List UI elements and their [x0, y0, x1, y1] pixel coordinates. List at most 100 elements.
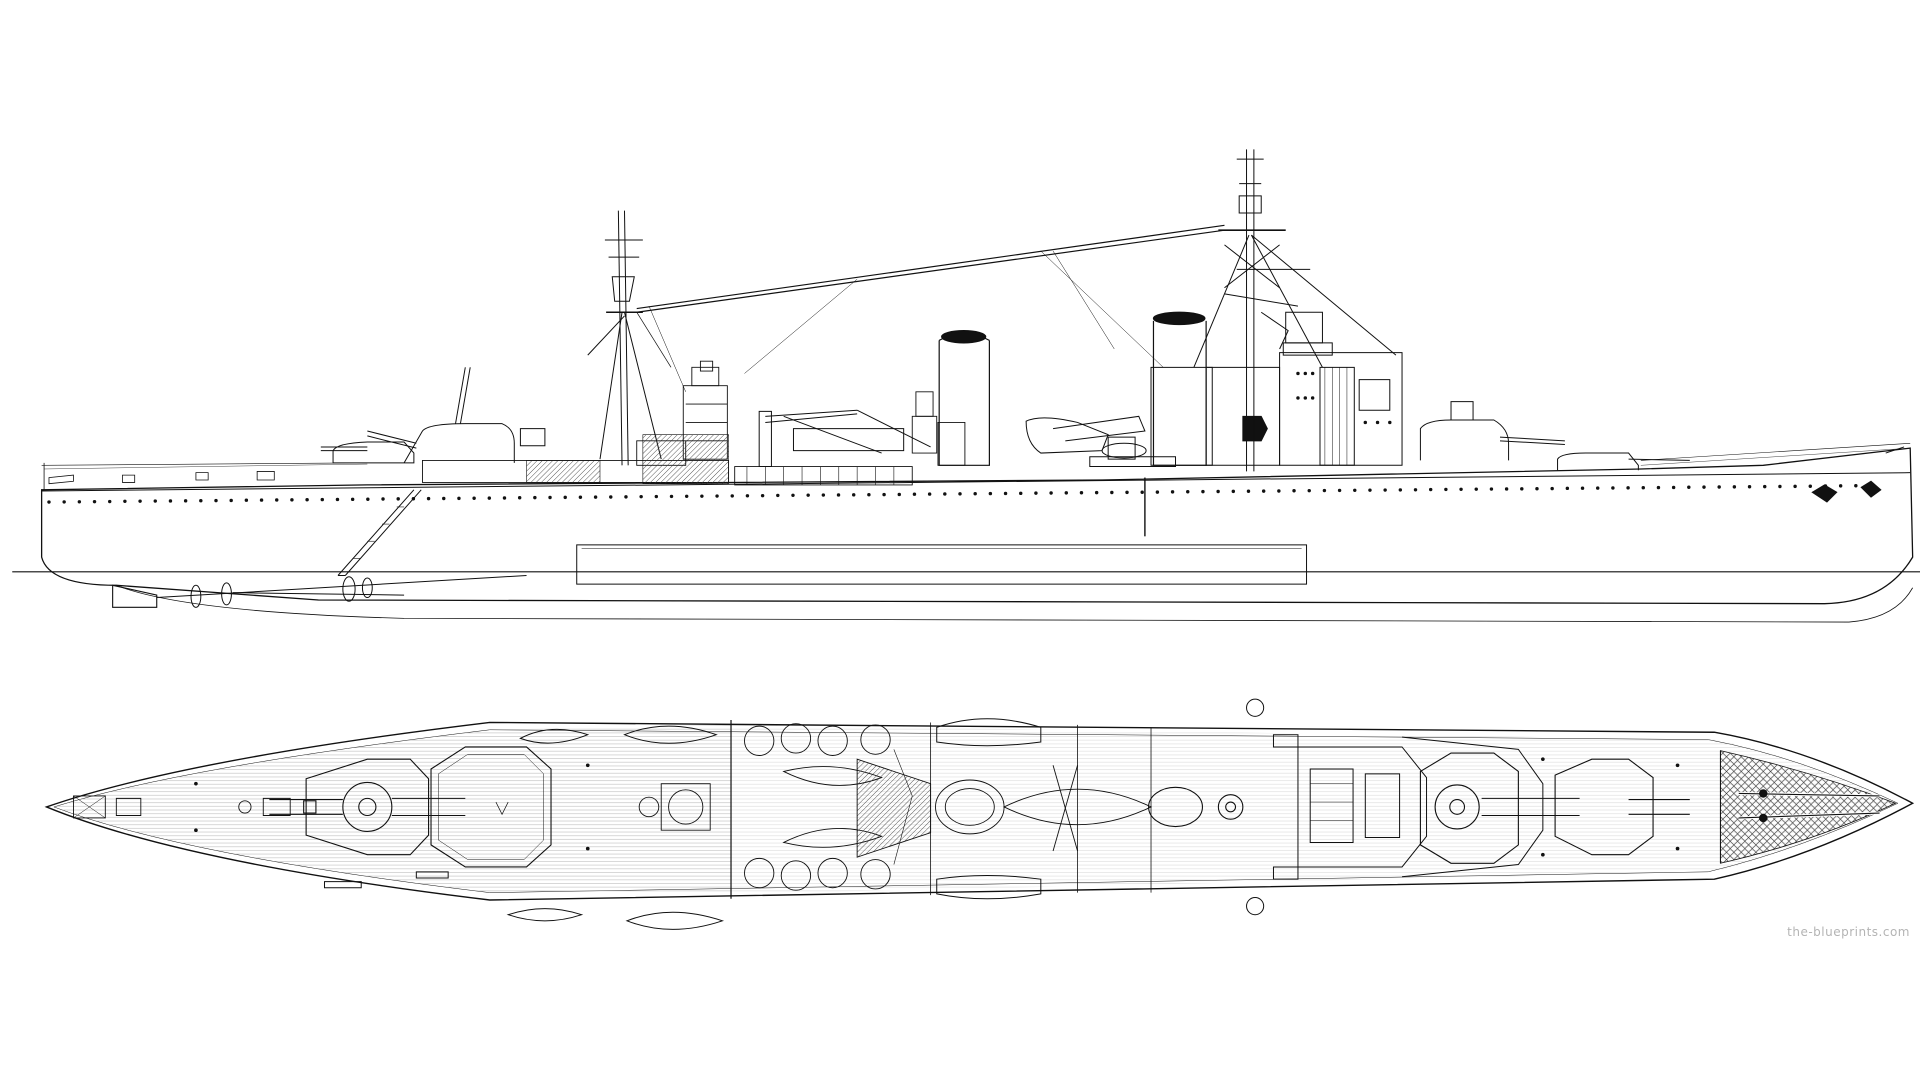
porthole — [882, 492, 886, 497]
porthole — [259, 498, 264, 502]
porthole — [700, 494, 704, 498]
porthole — [715, 494, 719, 498]
porthole — [867, 492, 871, 497]
porthole — [1838, 484, 1843, 488]
ships-boats — [324, 719, 1040, 930]
porthole — [1261, 489, 1266, 493]
porthole — [1596, 486, 1600, 490]
porthole — [897, 492, 901, 497]
porthole — [1444, 487, 1448, 492]
porthole — [442, 496, 446, 501]
porthole — [1671, 485, 1676, 490]
porthole — [1322, 488, 1327, 493]
stern-details — [73, 796, 290, 818]
porthole — [1292, 489, 1296, 493]
plan-turret-a — [1555, 759, 1690, 855]
porthole — [1580, 486, 1585, 490]
porthole — [730, 494, 734, 498]
porthole — [745, 494, 750, 498]
rudder — [113, 585, 157, 607]
porthole — [290, 498, 294, 502]
porthole — [199, 498, 203, 503]
porthole — [669, 494, 674, 499]
porthole — [1641, 486, 1645, 490]
armour-belt — [577, 545, 1307, 584]
porthole — [1003, 491, 1008, 496]
porthole — [1398, 488, 1403, 492]
porthole — [1778, 484, 1782, 489]
porthole — [168, 499, 173, 503]
crane — [759, 410, 930, 466]
anchor-cables — [1739, 790, 1880, 822]
porthole — [654, 494, 659, 499]
porthole — [1459, 487, 1463, 492]
turret-x — [367, 367, 545, 463]
porthole — [1337, 488, 1342, 493]
porthole — [487, 496, 492, 500]
porthole — [1019, 491, 1023, 496]
porthole — [275, 498, 279, 502]
porthole — [548, 495, 552, 500]
porthole — [62, 500, 66, 504]
porthole — [396, 497, 400, 501]
plan-turret-b — [1420, 753, 1579, 863]
porthole — [1489, 487, 1494, 491]
porthole — [1808, 484, 1812, 488]
porthole — [639, 494, 643, 499]
porthole — [1474, 487, 1478, 491]
porthole — [1626, 486, 1630, 490]
porthole — [1702, 485, 1706, 489]
porthole — [1125, 490, 1129, 495]
plan-hull-outline — [47, 722, 1913, 900]
porthole — [988, 491, 993, 496]
guard-rails — [44, 448, 1910, 469]
plan-bridge — [1247, 699, 1427, 915]
porthole — [927, 492, 932, 496]
plan-view — [47, 699, 1913, 929]
aft-funnel — [939, 331, 989, 466]
porthole — [1732, 485, 1737, 489]
porthole — [1687, 485, 1691, 489]
porthole — [533, 495, 537, 500]
porthole — [563, 495, 567, 500]
porthole — [123, 499, 127, 504]
porthole — [1793, 484, 1797, 489]
porthole — [1079, 491, 1084, 495]
turret-b — [1420, 402, 1564, 461]
porthole — [138, 499, 142, 503]
porthole — [214, 498, 218, 503]
porthole — [108, 499, 112, 504]
plan-funnels — [1149, 787, 1243, 826]
porthole — [1140, 490, 1144, 494]
porthole — [47, 500, 51, 504]
breakwater — [1402, 737, 1543, 877]
main-deck-line — [42, 473, 1911, 491]
porthole — [1504, 487, 1509, 491]
porthole — [92, 499, 97, 504]
porthole — [1170, 490, 1175, 494]
porthole — [958, 492, 962, 496]
seaplane — [1026, 416, 1175, 466]
forecastle-mesh — [1720, 751, 1895, 864]
porthole — [1110, 490, 1114, 495]
turret-y — [321, 442, 414, 463]
plan-turret-x — [392, 747, 551, 867]
aft-mast — [588, 211, 671, 466]
bow-fittings — [1812, 447, 1904, 502]
porthole — [1353, 488, 1357, 492]
porthole — [593, 495, 598, 499]
porthole — [335, 497, 340, 502]
watermark-text: the-blueprints.com — [1787, 925, 1910, 939]
porthole — [229, 498, 233, 503]
porthole-row — [47, 483, 1873, 504]
side-profile-view — [12, 149, 1920, 622]
accommodation-ladder — [338, 490, 421, 576]
porthole — [381, 497, 385, 501]
bridge-superstructure — [1151, 312, 1402, 465]
hull-outline — [42, 448, 1913, 604]
sheer-line — [42, 463, 368, 465]
turret-a — [1558, 453, 1690, 470]
porthole — [624, 495, 628, 499]
porthole — [1368, 488, 1372, 492]
